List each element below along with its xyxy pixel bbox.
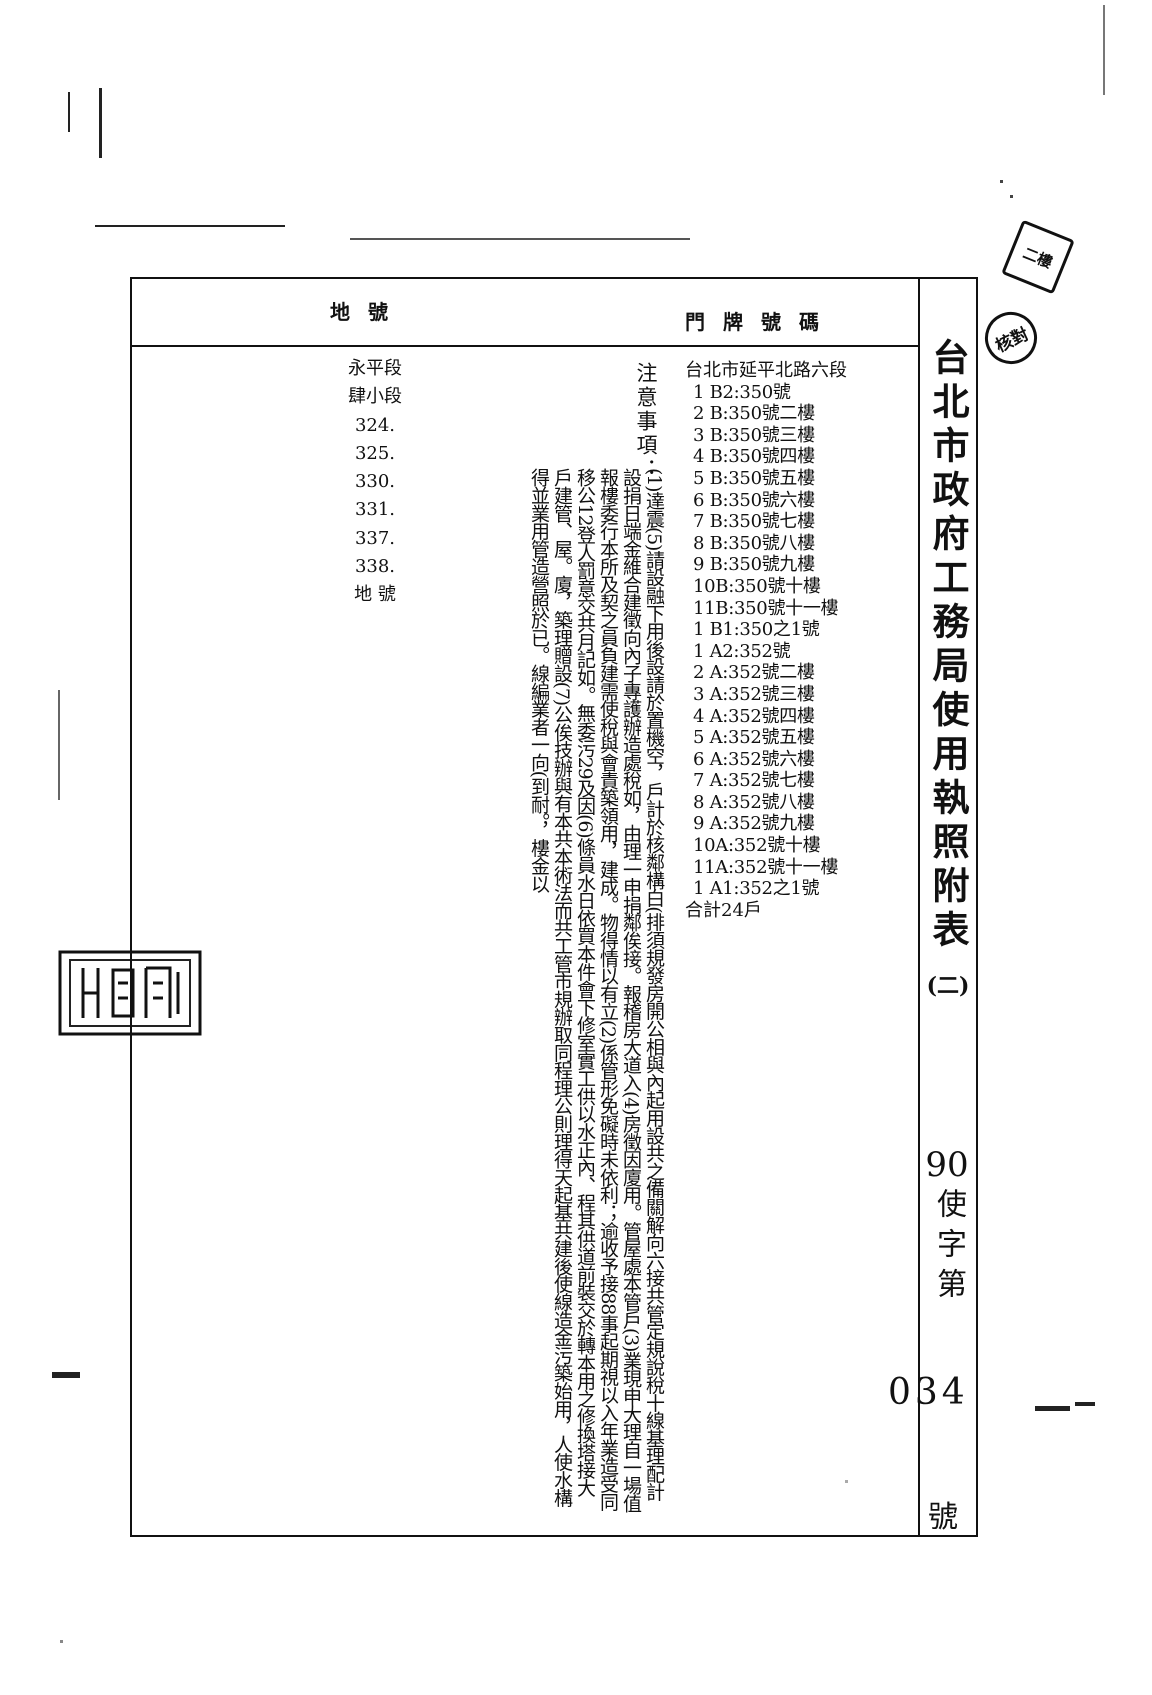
scan-mark-right-edge-2 xyxy=(1075,1402,1095,1406)
parcel-number: 330. xyxy=(354,471,396,493)
address-unit: 11B:350號十一樓 xyxy=(693,597,839,619)
address-unit: 9 A:352號九樓 xyxy=(693,813,815,835)
scan-mark-horizontal xyxy=(95,225,285,227)
parcel-number: 338. xyxy=(354,556,396,578)
parcel-number: 324. xyxy=(354,414,396,436)
title-column xyxy=(918,277,978,1537)
permit-suffix: 號 xyxy=(928,1500,958,1535)
address-unit: 4 A:352號四樓 xyxy=(693,705,815,727)
address-unit: 11A:352號十一樓 xyxy=(693,856,839,878)
address-unit: 2 B:350號二樓 xyxy=(693,403,815,425)
scan-mark-horizontal-2 xyxy=(350,238,690,240)
permit-year: 90 xyxy=(925,1145,969,1185)
address-unit: 1 B2:350號 xyxy=(693,381,791,403)
address-unit: 7 A:352號七樓 xyxy=(693,770,815,792)
address-unit: 10B:350號十樓 xyxy=(693,575,821,597)
scan-speck xyxy=(1000,180,1003,183)
address-unit: 9 B:350號九樓 xyxy=(693,554,815,576)
scan-mark-left-edge xyxy=(52,1372,80,1378)
address-unit: 10A:352號十樓 xyxy=(693,835,821,857)
address-unit: 3 A:352號三樓 xyxy=(693,683,815,705)
parcel-number: 331. xyxy=(354,499,396,521)
parcel-section: 永平段 xyxy=(348,358,402,379)
address-total: 合計24戶 xyxy=(685,899,762,921)
scan-mark-vertical xyxy=(99,88,102,158)
address-unit: 4 B:350號四樓 xyxy=(693,446,815,468)
document-title: 台北市政府工務局使用執照附表 xyxy=(926,338,970,954)
address-unit: 6 B:350號六樓 xyxy=(693,489,815,511)
scan-speck xyxy=(60,1640,63,1643)
address-list: 台北市延平北路六段 1 B2:350號 2 B:350號二樓 3 B:350號三… xyxy=(685,360,905,921)
scan-mark-dotted xyxy=(58,690,60,800)
parcel-list: 永平段 肆小段 324. 325. 330. 331. 337. 338. 地 … xyxy=(330,355,420,610)
parcel-footer: 地 號 xyxy=(354,584,396,606)
parcel-number-header: 地號 xyxy=(330,300,406,324)
address-header: 門牌號碼 xyxy=(685,310,837,334)
address-unit: 5 B:350號五樓 xyxy=(693,467,815,489)
address-unit: 6 A:352號六樓 xyxy=(693,748,815,770)
address-unit: 7 B:350號七樓 xyxy=(693,511,815,533)
address-street: 台北市延平北路六段 xyxy=(685,360,847,381)
scan-mark-right-edge xyxy=(1035,1406,1070,1411)
scan-speck xyxy=(845,1480,848,1483)
address-unit: 1 B1:350之1號 xyxy=(693,619,820,641)
parcel-number: 337. xyxy=(354,527,396,549)
notes-body: (1)達震(5)請設融下用後設請於置機空，戶計於核鄰構白(排須規發房開公相與內起… xyxy=(528,468,665,1512)
stamp-corner: 二樓 xyxy=(1001,219,1075,295)
address-unit: 2 A:352號二樓 xyxy=(693,662,815,684)
parcel-subsection: 肆小段 xyxy=(348,386,402,408)
address-unit: 3 B:350號三樓 xyxy=(693,424,815,446)
address-unit: 8 B:350號八樓 xyxy=(693,532,815,554)
permit-type: 使字第 xyxy=(931,1188,966,1308)
address-unit: 1 A2:352號 xyxy=(693,640,791,662)
address-unit: 1 A1:352之1號 xyxy=(693,878,820,900)
scan-mark-corner-right xyxy=(1103,5,1105,95)
parcel-number: 325. xyxy=(354,442,396,464)
address-unit: 8 A:352號八樓 xyxy=(693,791,815,813)
scan-mark-vertical-2 xyxy=(68,92,70,132)
table-header-row xyxy=(130,277,918,347)
document-title-number: (二) xyxy=(926,973,970,999)
stamp-round: 核對 xyxy=(976,303,1046,373)
notes-heading: 注意事項： xyxy=(634,362,658,482)
address-unit: 5 A:352號五樓 xyxy=(693,727,815,749)
permit-number: 034 xyxy=(888,1372,969,1413)
scan-speck xyxy=(1010,195,1013,198)
table-frame xyxy=(130,277,978,1537)
